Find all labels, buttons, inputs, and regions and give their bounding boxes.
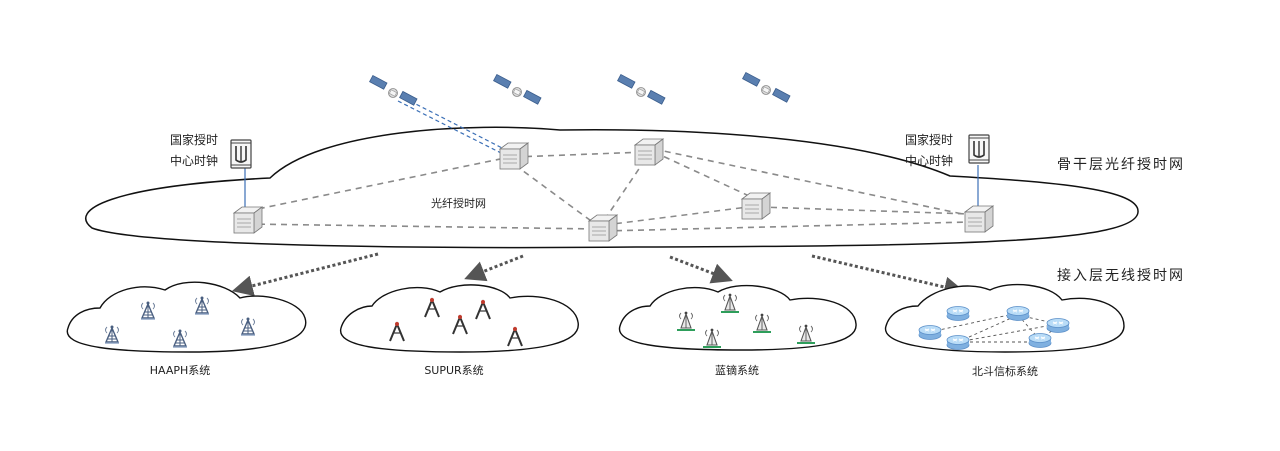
landi-cloud	[618, 284, 857, 351]
server-icon	[964, 205, 994, 233]
access-arrow	[669, 255, 733, 284]
satellite-icon	[742, 72, 791, 103]
system-label-haaph: HAAPH系统	[149, 364, 211, 377]
beidou-router-icon	[918, 325, 942, 340]
fiber-link	[247, 156, 511, 212]
satellite-icon	[369, 75, 418, 106]
fiber-link	[604, 221, 971, 232]
atomic-clock-icon	[230, 139, 252, 169]
clock-label-right-line2: 中心时钟	[905, 154, 954, 168]
system-label-supur: SUPUR系统	[424, 364, 484, 377]
access-arrow	[231, 252, 379, 297]
beidou-router-icon	[946, 306, 970, 321]
fiber-link	[653, 151, 761, 202]
beidou-router-icon	[946, 335, 970, 350]
fiber-net-label: 光纤授时网	[431, 197, 486, 210]
access-layer-label: 接入层无线授时网	[1057, 268, 1185, 284]
fiber-link	[247, 223, 599, 230]
beidou-router-icon	[1046, 318, 1070, 333]
fiber-link	[759, 206, 971, 215]
clock-label-left-line1: 国家授时	[170, 133, 219, 147]
satellite-icon	[493, 74, 542, 105]
system-label-beidou: 北斗信标系统	[972, 365, 1038, 378]
clock-label-left-line2: 中心时钟	[170, 154, 219, 168]
access-arrow	[464, 254, 524, 282]
backbone-layer-label: 骨干层光纤授时网	[1057, 157, 1185, 173]
server-icon	[634, 138, 664, 166]
server-icon	[588, 214, 618, 242]
backbone-cloud	[85, 126, 1139, 249]
server-icon	[499, 142, 529, 170]
clock-label-right-line1: 国家授时	[905, 133, 954, 147]
fiber-link	[602, 159, 646, 223]
satellite-icon	[617, 74, 666, 105]
haaph-cloud	[66, 281, 307, 353]
fiber-links	[247, 148, 973, 232]
beidou-router-icon	[1028, 333, 1052, 348]
access-arrows	[231, 252, 966, 298]
server-icon	[741, 192, 771, 220]
fiber-link	[604, 206, 749, 226]
satellite-link	[397, 100, 506, 156]
system-label-landi: 蓝镝系统	[715, 364, 759, 377]
beidou-cloud	[884, 283, 1125, 353]
satellite-link	[403, 97, 511, 153]
satellite-links	[397, 97, 511, 156]
access-arrow	[811, 254, 966, 298]
server-icon	[233, 206, 263, 234]
beidou-router-icon	[1006, 306, 1030, 321]
atomic-clock-icon	[968, 134, 990, 164]
